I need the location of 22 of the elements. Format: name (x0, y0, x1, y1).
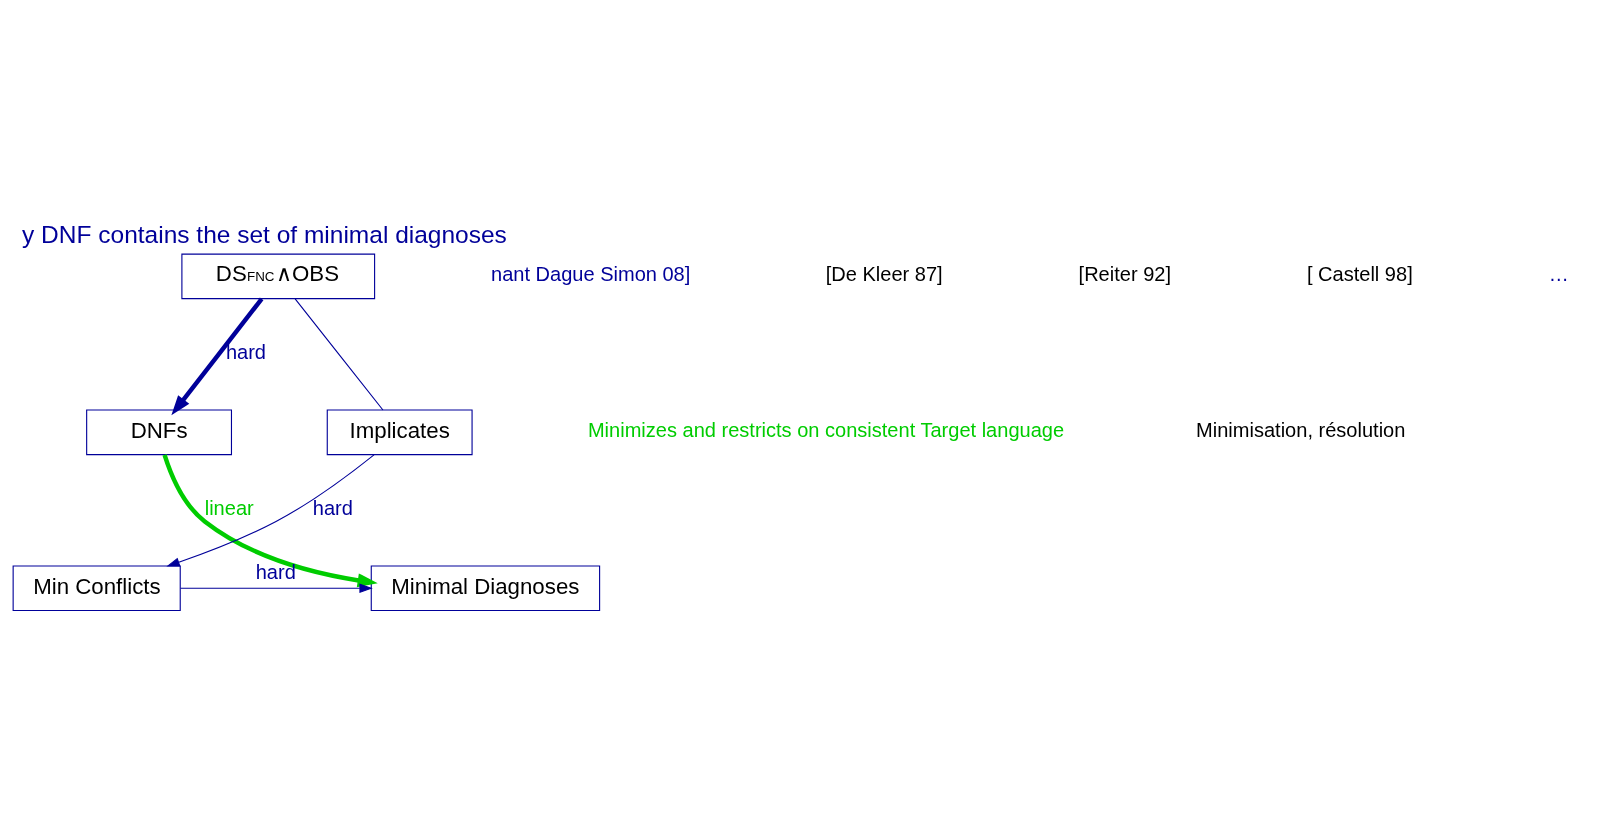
node-box: Min Conflicts (12, 564, 181, 611)
label: nant Dague Simon 08] (491, 262, 691, 285)
label: [ Castell 98] (1306, 262, 1413, 285)
label: [De Kleer 87] (825, 262, 943, 285)
edge-label: linear (204, 496, 254, 519)
node-box: Implicates (326, 409, 473, 455)
arrow (162, 453, 378, 587)
arrow (166, 453, 375, 567)
node-box: DSFNC∧OBS (181, 253, 376, 299)
label: [Reiter 92] (1078, 262, 1171, 285)
connector (294, 297, 384, 411)
node-box: DNFs (86, 409, 233, 455)
node-box: Minimal Diagnoses (370, 564, 601, 611)
label: … (1548, 262, 1569, 285)
edge-label: hard (225, 340, 266, 363)
diagram-title: y DNF contains the set of minimal diagnoses (22, 220, 507, 248)
label: Minimisation, résolution (1196, 418, 1406, 441)
edge-label: hard (255, 560, 296, 583)
arrow (180, 583, 373, 593)
edge-label: hard (312, 496, 353, 519)
label: Minimizes and restricts on consistent Target language (587, 418, 1065, 441)
arrow (171, 297, 264, 415)
